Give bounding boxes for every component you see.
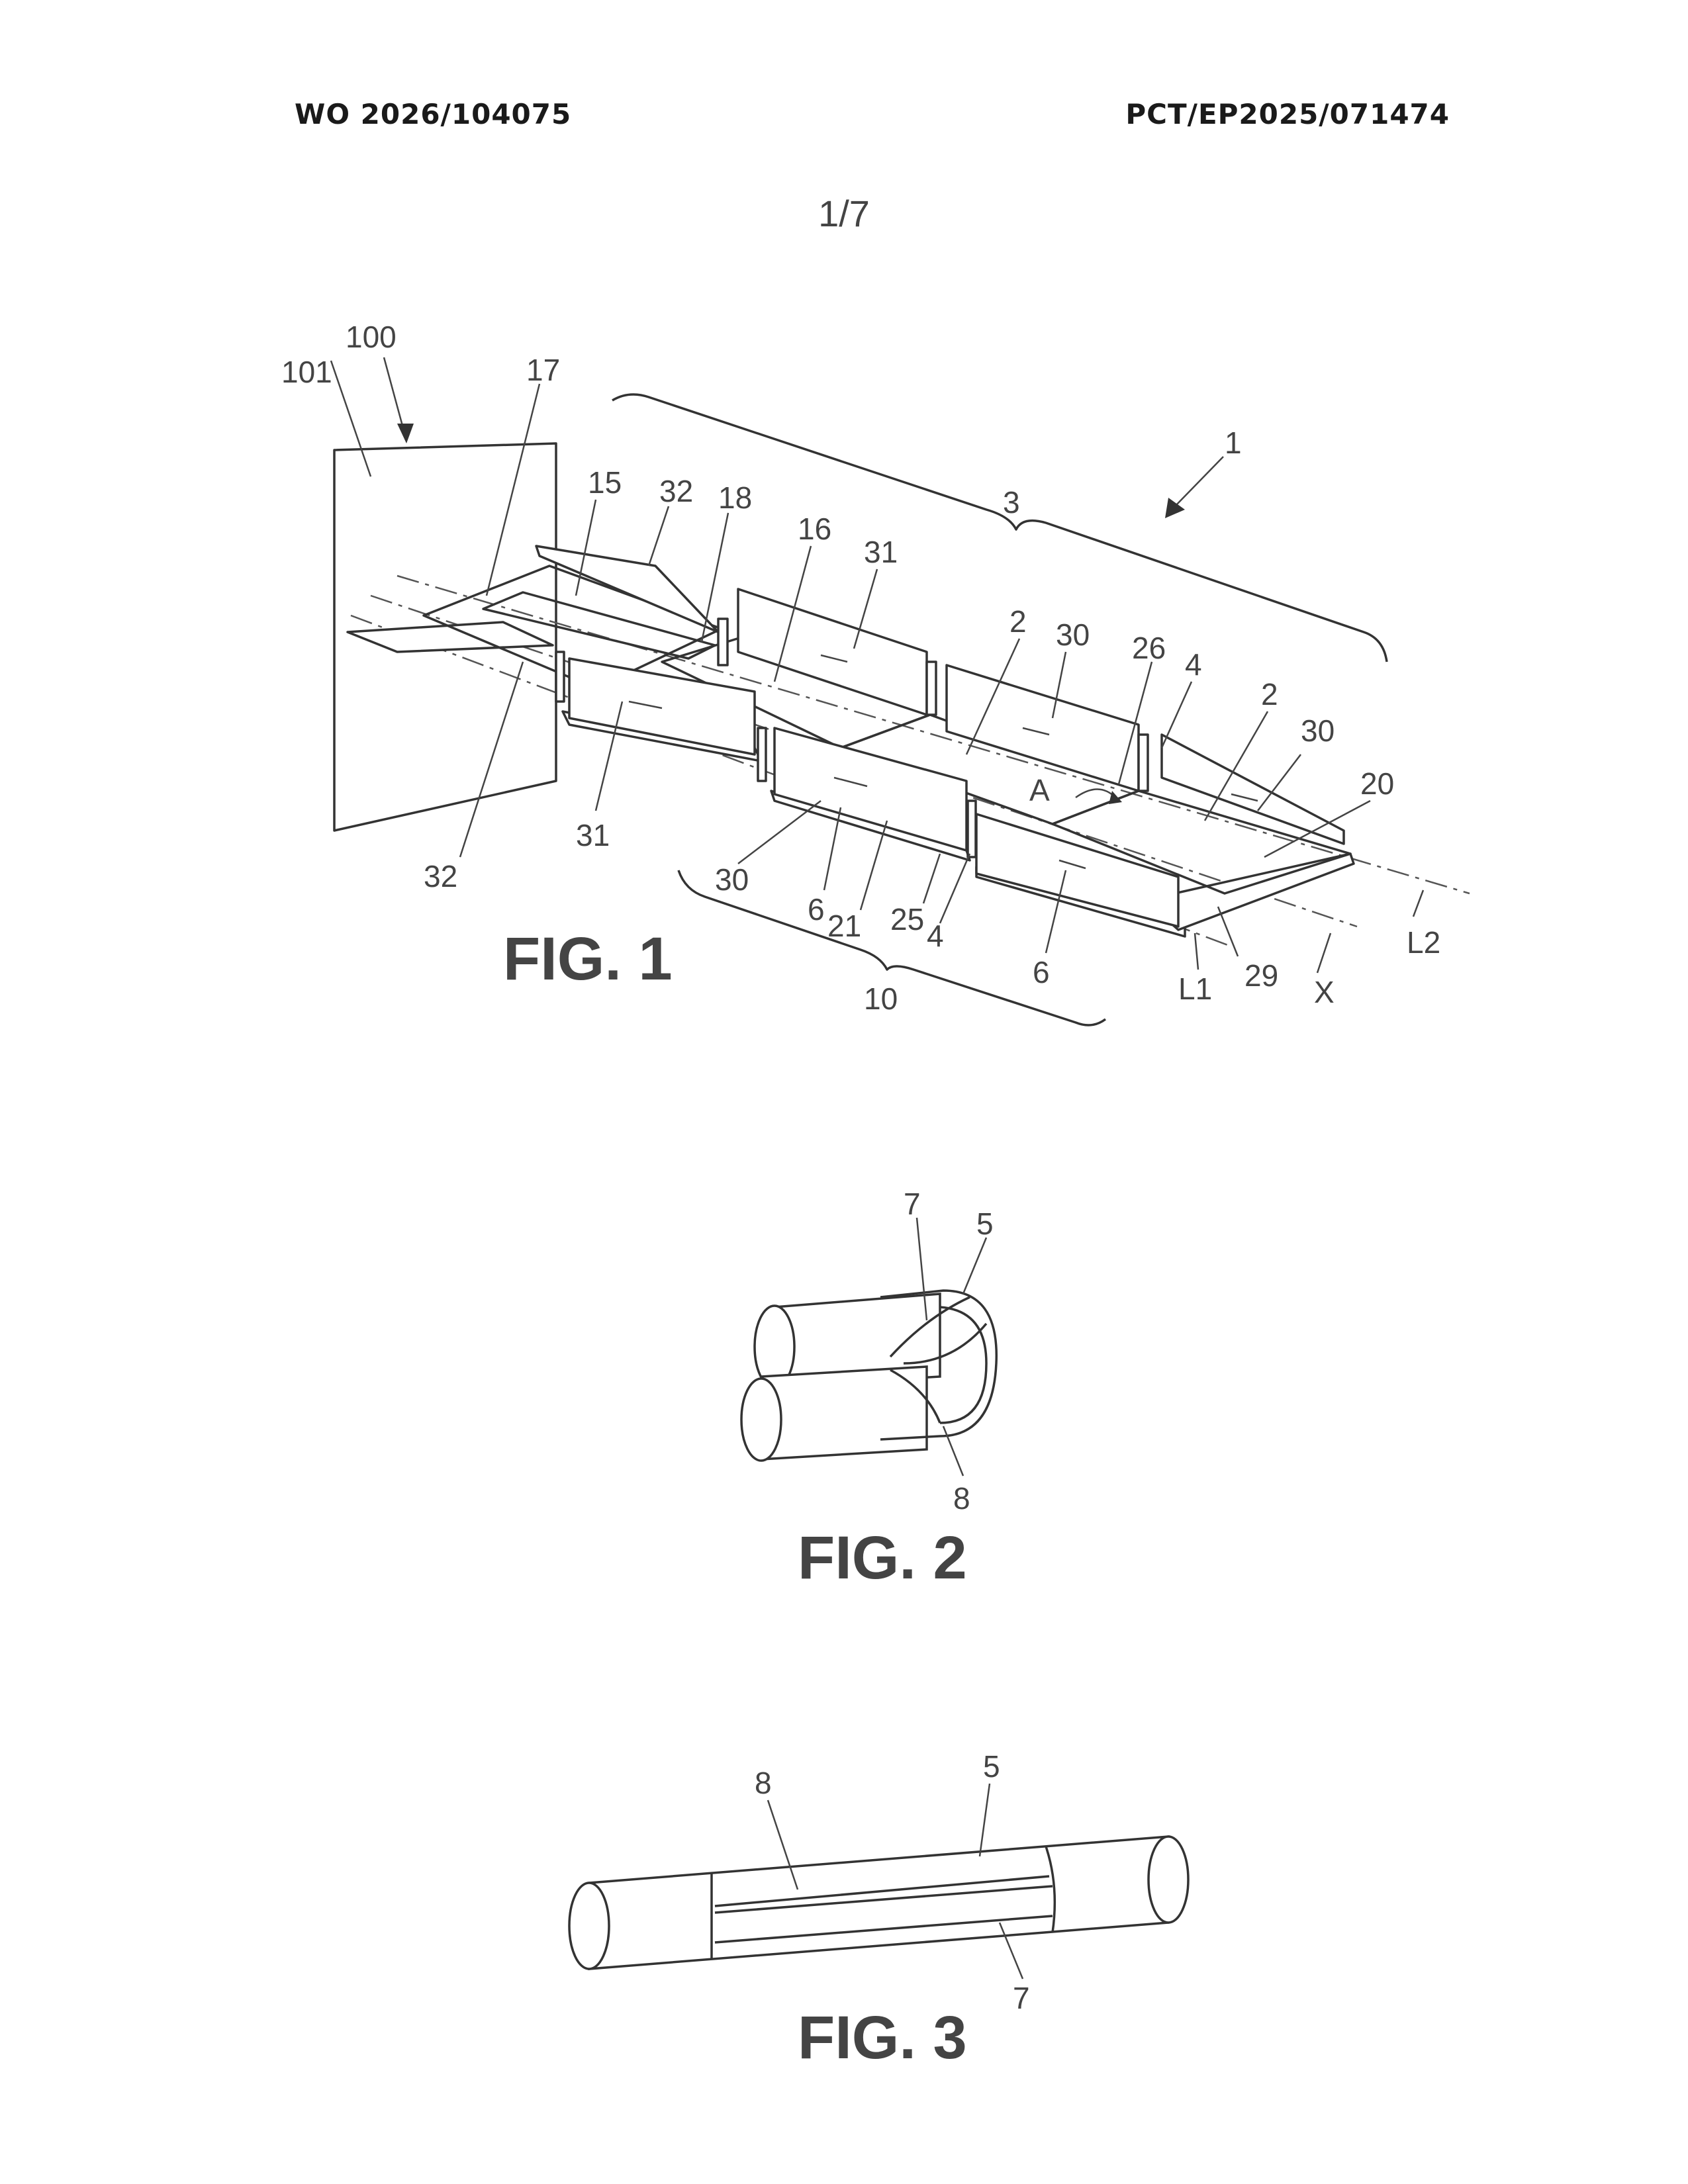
leader-fig3-5 — [980, 1784, 990, 1856]
ref-16: 16 — [798, 512, 831, 546]
leader-l2 — [1413, 890, 1423, 917]
ref-30-right: 30 — [1301, 713, 1335, 748]
tube-body — [589, 1837, 1168, 1969]
ref-21: 21 — [827, 909, 861, 943]
lower-cylinder-end — [741, 1379, 781, 1461]
ref-29: 29 — [1244, 958, 1278, 993]
fig2-ref-8: 8 — [953, 1481, 970, 1516]
figure-1: 100 101 17 15 32 18 16 31 3 1 2 30 26 4 … — [281, 320, 1470, 1025]
leader-l1 — [1195, 933, 1198, 970]
leader-29 — [1218, 907, 1238, 956]
ref-26: 26 — [1132, 631, 1166, 665]
ref-32-top: 32 — [659, 474, 693, 508]
leader-6a — [824, 807, 841, 890]
arrow-1 — [1175, 457, 1223, 506]
ref-4-top: 4 — [1185, 647, 1202, 682]
leader-25 — [923, 854, 940, 903]
ref-3: 3 — [1003, 485, 1020, 520]
ref-31-top: 31 — [864, 535, 898, 569]
leader-30f — [738, 801, 821, 864]
ref-30-mid: 30 — [1056, 617, 1090, 652]
ref-101: 101 — [281, 355, 332, 389]
fig-3-caption: FIG. 3 — [798, 2004, 967, 2071]
arrow-1-head — [1165, 498, 1185, 518]
side-wall-31-rear — [738, 589, 927, 715]
fig2-ref-7: 7 — [904, 1187, 921, 1221]
fig-2-caption: FIG. 2 — [798, 1524, 967, 1592]
fig-1-caption: FIG. 1 — [503, 925, 673, 993]
ref-15: 15 — [588, 465, 622, 500]
ref-25: 25 — [890, 902, 924, 936]
ref-31-bottom: 31 — [576, 818, 610, 852]
ref-20: 20 — [1360, 766, 1394, 801]
tube-right-end — [1149, 1837, 1188, 1923]
clip-31 — [758, 728, 766, 781]
loop-band-inner — [940, 1307, 986, 1423]
lower-cylinder-body — [761, 1367, 927, 1459]
ref-18: 18 — [718, 480, 752, 515]
leader-4r — [1162, 682, 1192, 748]
clip-32 — [556, 652, 564, 702]
side-wall-32-rear — [536, 546, 718, 632]
arrow-100-head — [397, 424, 414, 443]
angle-a-arc — [1076, 790, 1115, 798]
side-wall-front-end — [976, 814, 1178, 927]
ref-l2: L2 — [1407, 925, 1440, 960]
ref-2-mid: 2 — [1009, 604, 1027, 639]
ref-4-bottom: 4 — [927, 919, 944, 953]
leader-x — [1317, 933, 1331, 973]
side-wall-30-end — [1162, 735, 1344, 844]
ref-6-right: 6 — [1033, 955, 1050, 989]
clip-4b — [968, 801, 976, 857]
clip-18 — [718, 619, 727, 665]
fig3-ref-8: 8 — [755, 1766, 772, 1800]
ref-2-right: 2 — [1261, 677, 1278, 711]
figure-3: 8 5 7 FIG. 3 — [569, 1749, 1188, 2071]
ref-1: 1 — [1225, 426, 1242, 460]
ref-32-bottom: 32 — [424, 859, 457, 893]
ref-10: 10 — [864, 981, 898, 1016]
fig2-ref-5: 5 — [976, 1206, 994, 1241]
fig3-ref-7: 7 — [1013, 1981, 1030, 2015]
ref-a: A — [1029, 773, 1050, 807]
clip-26 — [1139, 735, 1148, 791]
leader-fig2-5 — [963, 1238, 986, 1294]
tube-left-end — [569, 1883, 609, 1969]
ref-x: X — [1314, 975, 1335, 1009]
leader-4f — [940, 854, 970, 923]
side-wall-30-rear — [947, 665, 1139, 791]
ref-100: 100 — [346, 320, 397, 354]
clip-4a — [927, 662, 936, 715]
fig3-ref-5: 5 — [983, 1749, 1000, 1784]
side-wall-30-front — [774, 728, 966, 850]
ref-l1: L1 — [1178, 972, 1212, 1006]
ref-6-left: 6 — [808, 892, 825, 927]
figure-2: 7 5 8 FIG. 2 — [741, 1187, 996, 1592]
ref-17: 17 — [526, 353, 560, 387]
leader-32r — [649, 506, 669, 566]
ref-30-bottom: 30 — [715, 862, 749, 897]
leader-21 — [861, 821, 887, 910]
